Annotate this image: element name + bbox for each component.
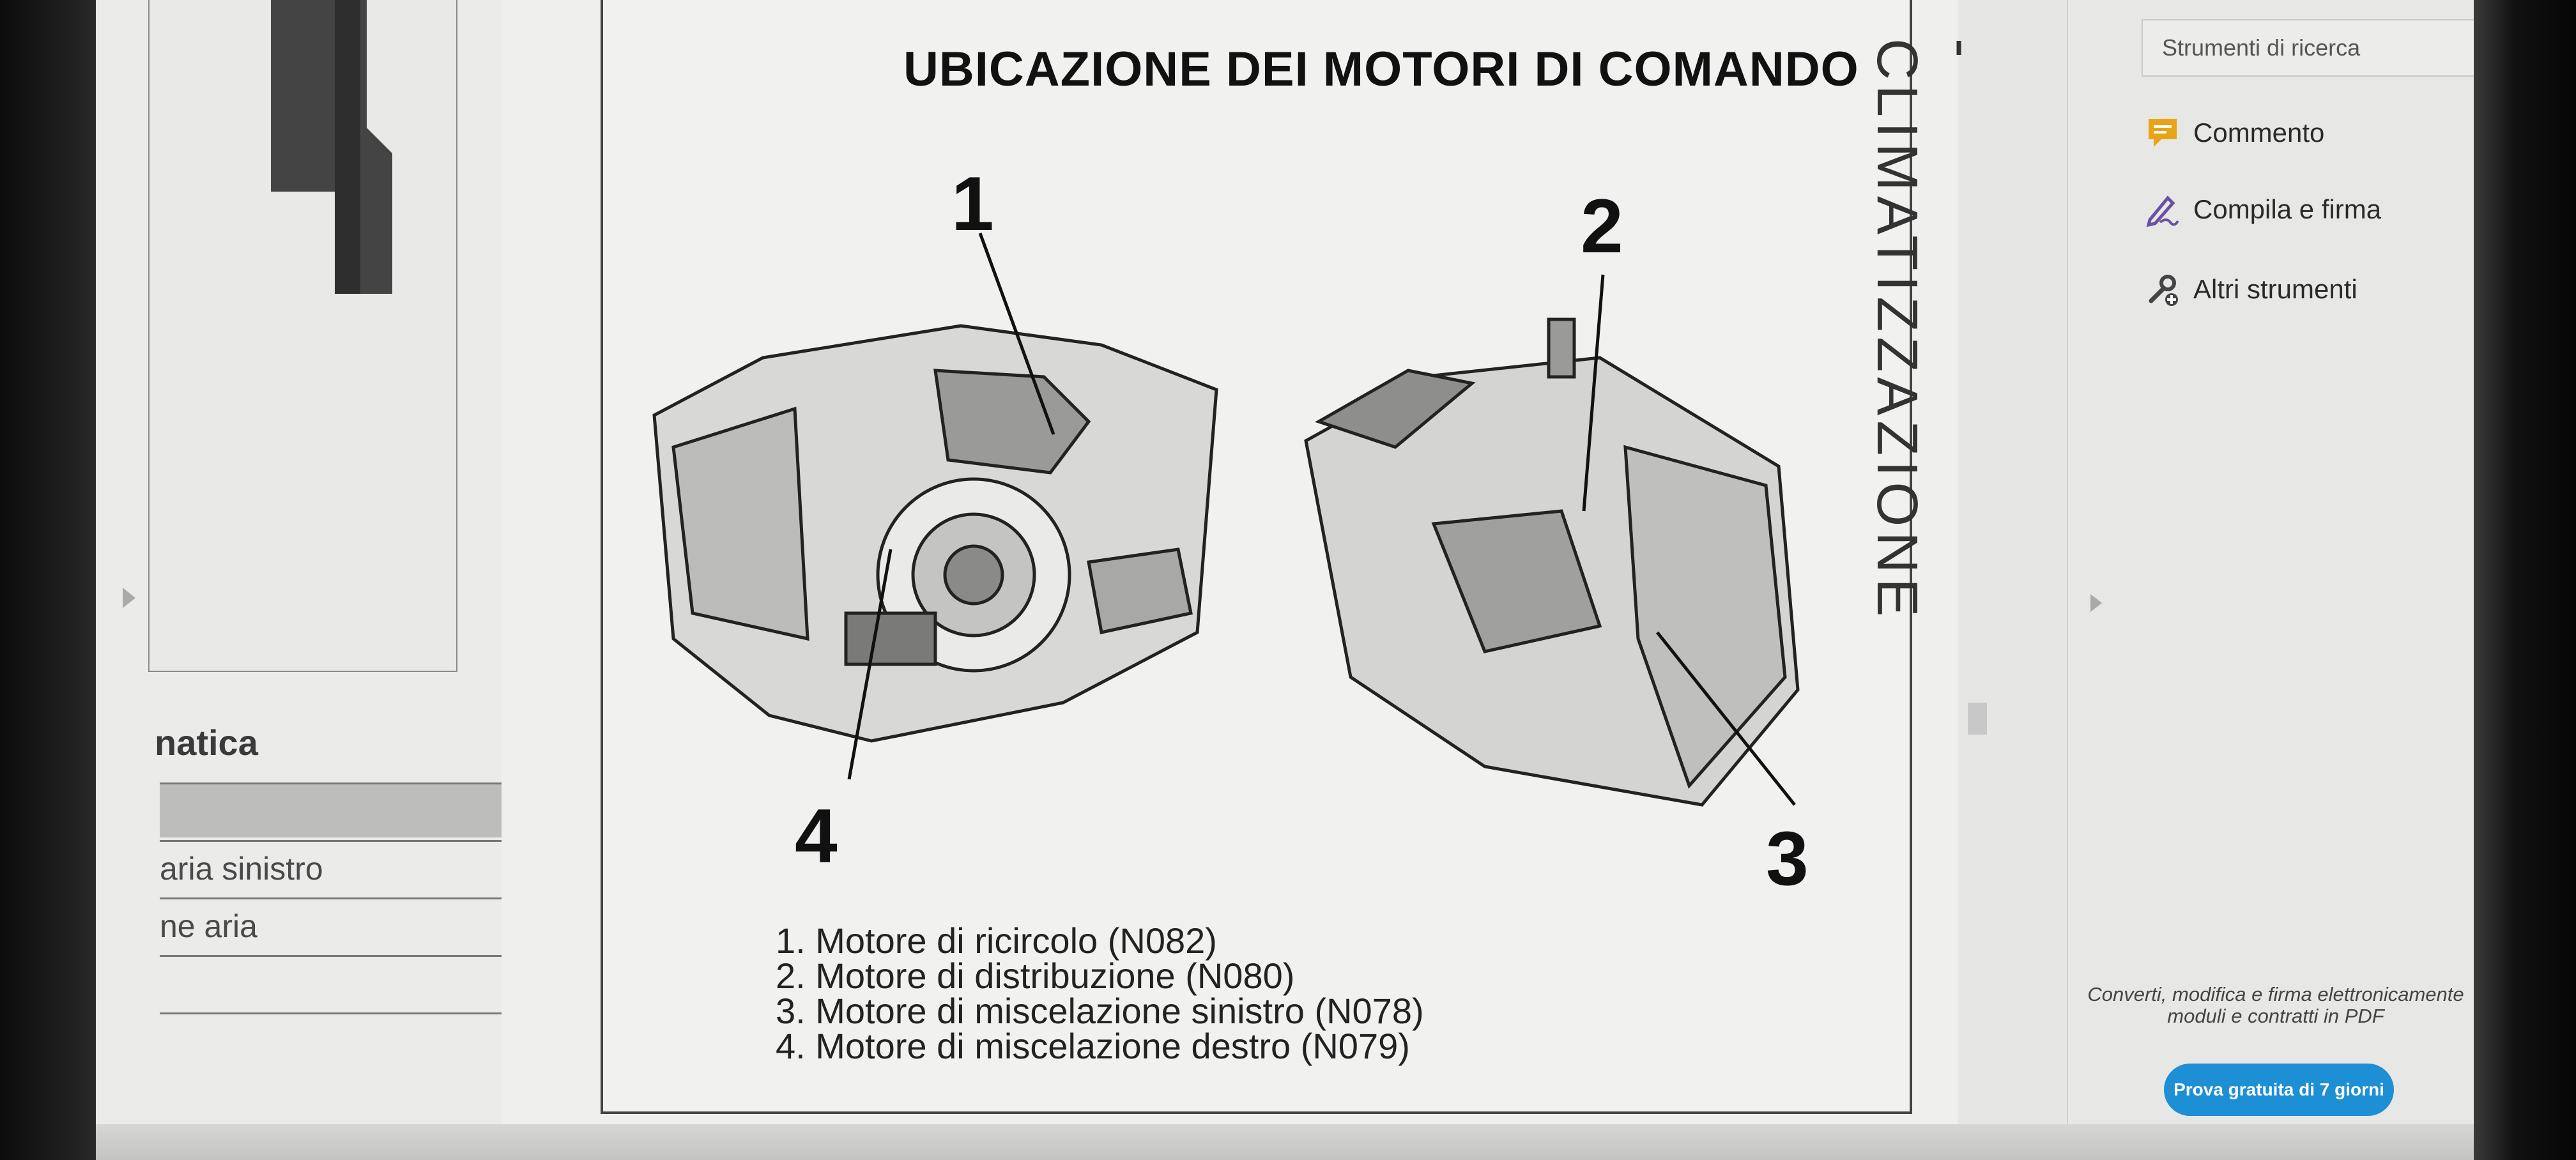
tool-fill-and-sign[interactable]: Compila e firma <box>2145 192 2381 227</box>
tools-pane: Strumenti di ricerca Commento Compila e … <box>2067 0 2474 1160</box>
table-row <box>160 955 569 1010</box>
section-side-label: - CLIMATIZZAZIONE <box>1865 38 1995 622</box>
tools-icon <box>2149 275 2178 306</box>
scrollbar-thumb[interactable] <box>1968 703 1987 735</box>
legend-item: 4. Motore di miscelazione destro (N079) <box>776 1026 1410 1066</box>
tool-more-tools[interactable]: Altri strumenti <box>2145 271 2358 307</box>
tool-comment[interactable]: Commento <box>2145 115 2324 151</box>
taskbar-edge <box>96 1124 2474 1160</box>
pane-collapse-arrow-icon[interactable] <box>2090 594 2102 612</box>
promo-line: moduli e contratti in PDF <box>2167 1005 2384 1027</box>
callout-4: 4 <box>795 793 838 879</box>
expand-arrow-icon[interactable] <box>123 588 135 608</box>
section-heading: natica <box>155 722 258 763</box>
legend-item: 1. Motore di ricircolo (N082) <box>776 920 1217 961</box>
callout-2: 2 <box>1581 183 1623 269</box>
comment-icon <box>2149 119 2177 147</box>
table-row: aria sinistro <box>160 840 569 895</box>
table-row: ne aria <box>160 897 569 952</box>
sign-pen-icon <box>2146 195 2179 227</box>
free-trial-button[interactable]: Prova gratuita di 7 giorni <box>2164 1064 2394 1116</box>
table-row <box>160 1012 569 1067</box>
left-figure-frame <box>148 0 457 672</box>
callout-3: 3 <box>1766 816 1809 901</box>
tools-search-input[interactable]: Strumenti di ricerca <box>2142 19 2474 77</box>
component-drawing <box>271 0 392 294</box>
screen: natica aria sinistro ne aria UBICAZIONE … <box>96 0 2474 1160</box>
monitor-bezel-right <box>2474 0 2576 1160</box>
callout-1: 1 <box>951 161 994 247</box>
tool-label: Commento <box>2193 118 2325 148</box>
table-header-row <box>160 782 569 837</box>
tool-label: Altri strumenti <box>2193 274 2358 304</box>
tool-label: Compila e firma <box>2193 194 2382 224</box>
legend-item: 3. Motore di miscelazione sinistro (N078… <box>776 991 1424 1031</box>
figure-box: UBICAZIONE DEI MOTORI DI COMANDO <box>601 0 1912 1114</box>
hvac-unit-illustration <box>652 233 1800 807</box>
legend-item: 2. Motore di distribuzione (N080) <box>776 956 1295 996</box>
figure-legend: 1. Motore di ricircolo (N082) 2. Motore … <box>776 923 1424 1064</box>
promo-line: Converti, modifica e firma elettronicame… <box>2087 983 2464 1005</box>
monitor-bezel-left <box>0 0 96 1160</box>
left-page-fragment: natica aria sinistro ne aria <box>96 0 569 1160</box>
document-page: UBICAZIONE DEI MOTORI DI COMANDO <box>502 0 1995 1124</box>
figure-title: UBICAZIONE DEI MOTORI DI COMANDO <box>903 42 1859 96</box>
promo-text: Converti, modifica e firma elettronicame… <box>2068 984 2474 1027</box>
